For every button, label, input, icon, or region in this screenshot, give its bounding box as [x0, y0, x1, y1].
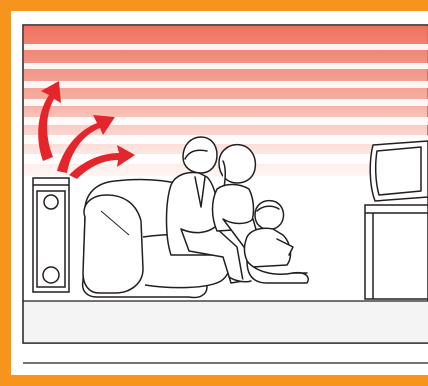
tv-stand-icon [365, 205, 428, 299]
illustration-panel [11, 11, 428, 375]
floor [23, 301, 428, 363]
living-room-illustration [11, 11, 428, 375]
tv-icon [370, 141, 428, 201]
speaker-icon [33, 178, 69, 292]
